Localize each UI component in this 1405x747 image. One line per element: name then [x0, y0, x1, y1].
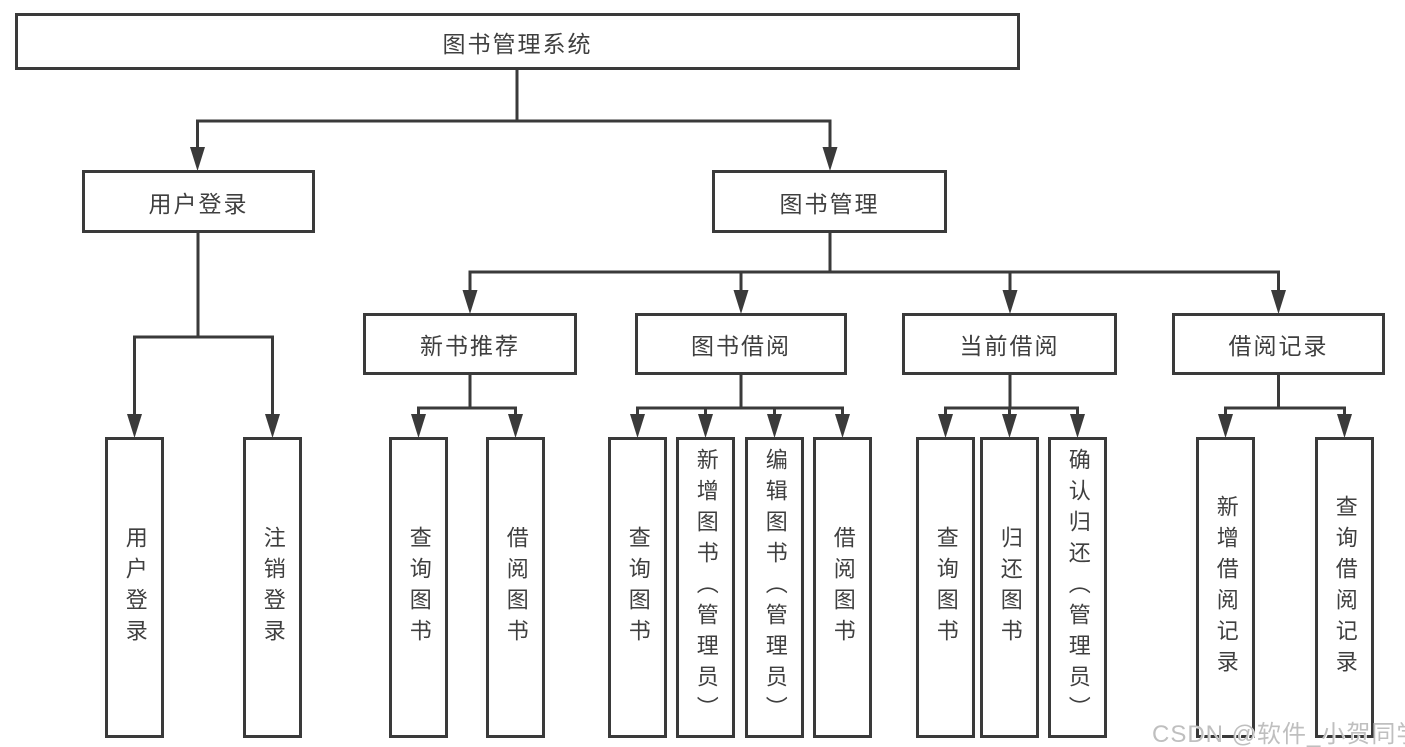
- node-borrowing-records: 借阅记录: [1172, 313, 1385, 375]
- leaf-confirm-return-admin-label: 确认归还（管理员）: [1065, 448, 1091, 727]
- connector-book-mgmt-to-level3: [468, 233, 1280, 292]
- leaf-query-books-current: 查询图书: [916, 437, 975, 738]
- connector-records-to-leaves: [1224, 375, 1346, 417]
- connector-recommend-to-leaves: [417, 375, 517, 417]
- leaf-logout-label: 注销登录: [260, 525, 286, 650]
- node-new-book-recommendation: 新书推荐: [363, 313, 577, 375]
- connector-user-login-to-leaves: [133, 233, 274, 416]
- leaf-borrow-books-recommend: 借阅图书: [486, 437, 545, 738]
- leaf-return-books: 归还图书: [980, 437, 1039, 738]
- leaf-borrow-books-borrowing-label: 借阅图书: [830, 525, 856, 650]
- leaf-user-login: 用户登录: [105, 437, 164, 738]
- watermark: CSDN @软件_小贺同学: [1152, 721, 1405, 747]
- leaf-query-borrow-record-label: 查询借阅记录: [1332, 494, 1358, 681]
- arrowheads: [127, 147, 1352, 438]
- leaf-borrow-books-borrowing: 借阅图书: [813, 437, 872, 738]
- connector-current-to-leaves: [944, 375, 1079, 417]
- leaf-edit-book-admin-label: 编辑图书（管理员）: [762, 448, 788, 727]
- leaf-query-books-recommend: 查询图书: [389, 437, 448, 738]
- connector-root-to-level2: [196, 69, 832, 150]
- leaf-confirm-return-admin: 确认归还（管理员）: [1048, 437, 1107, 738]
- node-library-system: 图书管理系统: [15, 13, 1020, 70]
- leaf-user-login-label: 用户登录: [122, 525, 148, 650]
- leaf-add-book-admin: 新增图书（管理员）: [676, 437, 735, 738]
- connector-borrowing-to-leaves: [636, 375, 844, 417]
- leaf-borrow-books-recommend-label: 借阅图书: [503, 525, 529, 650]
- leaf-query-books-borrowing: 查询图书: [608, 437, 667, 738]
- leaf-query-books-borrowing-label: 查询图书: [625, 525, 651, 650]
- node-current-borrowing: 当前借阅: [902, 313, 1117, 375]
- leaf-query-books-current-label: 查询图书: [933, 525, 959, 650]
- leaf-edit-book-admin: 编辑图书（管理员）: [745, 437, 804, 738]
- node-book-borrowing: 图书借阅: [635, 313, 847, 375]
- leaf-add-book-admin-label: 新增图书（管理员）: [693, 448, 719, 727]
- leaf-query-books-recommend-label: 查询图书: [406, 525, 432, 650]
- leaf-add-borrow-record-label: 新增借阅记录: [1213, 494, 1239, 681]
- leaf-query-borrow-record: 查询借阅记录: [1315, 437, 1374, 738]
- leaf-add-borrow-record: 新增借阅记录: [1196, 437, 1255, 738]
- leaf-logout: 注销登录: [243, 437, 302, 738]
- node-book-management: 图书管理: [712, 170, 947, 233]
- leaf-return-books-label: 归还图书: [997, 525, 1023, 650]
- node-user-login: 用户登录: [82, 170, 315, 233]
